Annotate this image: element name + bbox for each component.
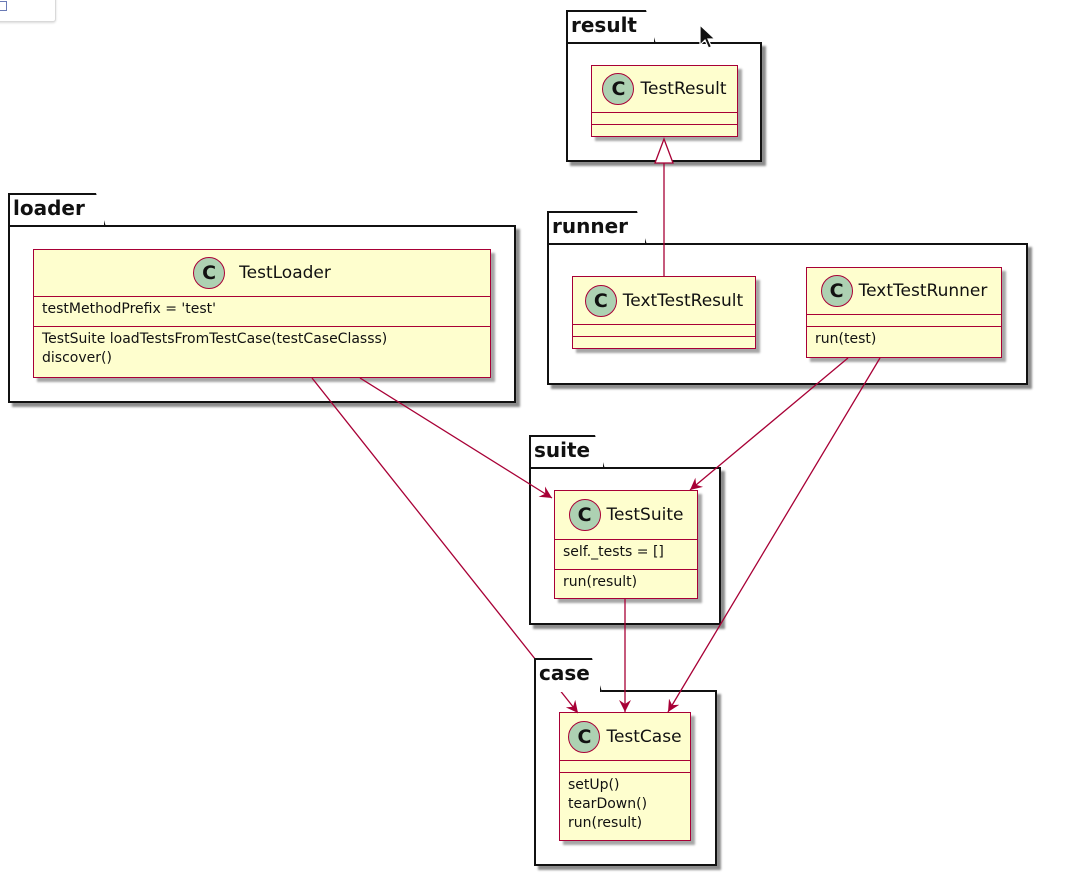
package-tab-loader: loader xyxy=(8,193,106,227)
class-stereotype-icon: C xyxy=(568,499,601,531)
package-tab-runner: runner xyxy=(547,211,647,245)
class-name: TextTestRunner xyxy=(858,281,988,301)
class-name: TextTestResult xyxy=(622,290,744,311)
package-label-case: case xyxy=(539,661,590,685)
class-name: TestResult xyxy=(640,79,727,99)
package-tab-case: case xyxy=(534,658,602,692)
class-methods: TestSuite loadTestsFromTestCase(testCase… xyxy=(34,327,490,377)
package-tab-suite: suite xyxy=(529,435,605,469)
class-name: TestSuite xyxy=(606,505,684,525)
class-attributes: testMethodPrefix = 'test' xyxy=(34,297,490,327)
class-stereotype-icon: C xyxy=(568,720,601,753)
class-test-result[interactable]: C TestResult xyxy=(591,65,738,137)
package-tab-result: result xyxy=(566,10,656,44)
class-attributes xyxy=(807,315,1001,327)
class-attributes xyxy=(560,761,690,773)
class-method: run(result) xyxy=(568,815,643,831)
class-methods xyxy=(592,125,737,137)
class-stereotype-icon: C xyxy=(602,73,635,105)
package-label-loader: loader xyxy=(13,196,85,220)
corner-widget[interactable] xyxy=(0,0,56,22)
class-method: discover() xyxy=(42,350,112,366)
class-method: TestSuite loadTestsFromTestCase(testCase… xyxy=(42,331,388,347)
class-name: TestCase xyxy=(606,726,682,747)
class-test-case[interactable]: C TestCase setUp() tearDown() run(result… xyxy=(559,712,691,841)
package-label-runner: runner xyxy=(552,214,629,238)
class-stereotype-icon: C xyxy=(584,284,617,317)
class-header: C TestCase xyxy=(560,713,690,761)
class-header: C TestResult xyxy=(592,66,737,113)
class-methods xyxy=(573,337,755,349)
class-test-loader[interactable]: C TestLoader testMethodPrefix = 'test' T… xyxy=(33,249,491,378)
class-method: tearDown() xyxy=(568,796,648,812)
mouse-pointer-icon xyxy=(699,24,717,49)
class-methods: run(test) xyxy=(807,327,1001,357)
class-header: C TestSuite xyxy=(555,491,697,540)
class-name: TestLoader xyxy=(239,263,331,283)
class-stereotype-icon: C xyxy=(820,275,853,307)
class-attribute: self._tests = [] xyxy=(563,544,664,560)
package-label-suite: suite xyxy=(534,438,591,462)
class-method: run(test) xyxy=(815,331,877,347)
class-header: C TestLoader xyxy=(34,250,490,297)
class-attributes xyxy=(592,113,737,125)
class-attribute: testMethodPrefix = 'test' xyxy=(42,301,216,317)
class-attributes: self._tests = [] xyxy=(555,540,697,570)
class-text-test-runner[interactable]: C TextTestRunner run(test) xyxy=(806,267,1002,358)
class-test-suite[interactable]: C TestSuite self._tests = [] run(result) xyxy=(554,490,698,599)
class-method: setUp() xyxy=(568,777,620,793)
class-methods: setUp() tearDown() run(result) xyxy=(560,773,690,841)
package-label-result: result xyxy=(571,13,637,37)
class-methods: run(result) xyxy=(555,570,697,599)
window-icon xyxy=(0,1,7,11)
class-attributes xyxy=(573,325,755,337)
class-text-test-result[interactable]: C TextTestResult xyxy=(572,276,756,349)
class-stereotype-icon: C xyxy=(193,257,226,289)
class-method: run(result) xyxy=(563,574,638,590)
class-header: C TextTestResult xyxy=(573,277,755,325)
class-header: C TextTestRunner xyxy=(807,268,1001,315)
